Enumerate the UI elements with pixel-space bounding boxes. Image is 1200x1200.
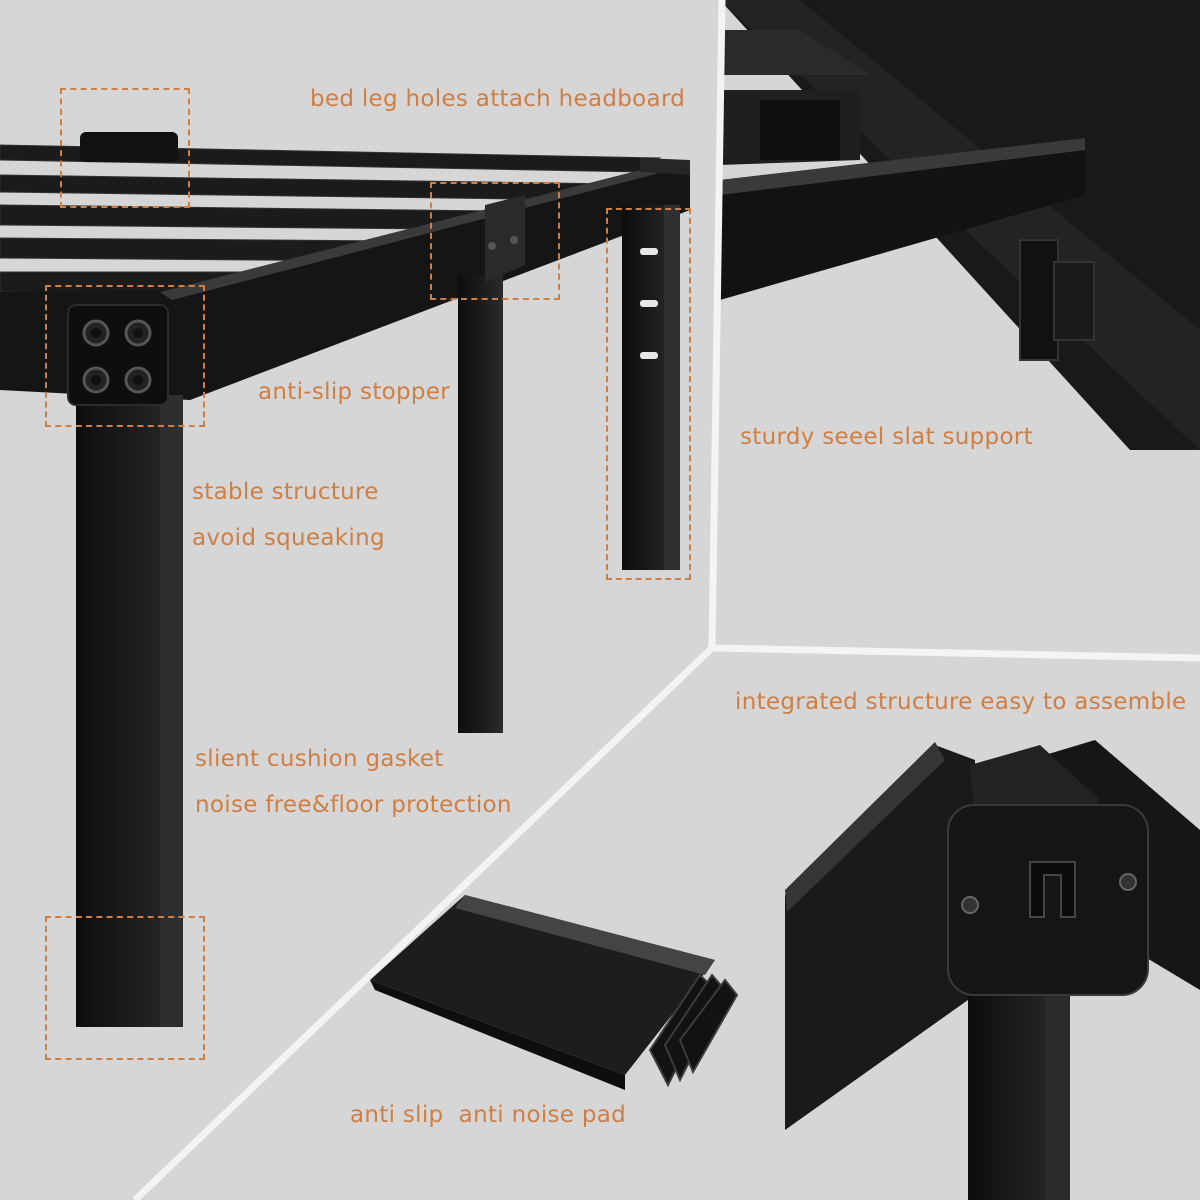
highlight-frame-cushion-gasket (45, 916, 205, 1060)
label-easy-assemble: integrated structure easy to assemble (735, 689, 1187, 715)
label-avoid-squeaking: avoid squeaking (192, 525, 385, 551)
label-anti-noise-pad: anti slip anti noise pad (350, 1102, 627, 1128)
highlight-frame-corner-plate (45, 285, 205, 427)
highlight-frame-stopper (430, 182, 560, 300)
slat-support-detail (720, 0, 1200, 450)
label-cushion-gasket: slient cushion gasket (195, 746, 444, 772)
highlight-frame-headboard-holes (60, 88, 190, 208)
highlight-frame-leg-holes (606, 208, 691, 580)
label-slat-support: sturdy seeel slat support (740, 424, 1033, 450)
label-noise-free: noise free&floor protection (195, 792, 512, 818)
bed-frame-corner (0, 132, 690, 1027)
label-stable-structure: stable structure (192, 479, 379, 505)
foot-pad-detail (370, 895, 739, 1090)
assembly-connector-detail (785, 740, 1200, 1200)
label-headboard-holes: bed leg holes attach headboard (310, 86, 686, 112)
label-anti-slip-stopper: anti-slip stopper (258, 379, 451, 405)
panel-dividers (132, 0, 1200, 1200)
